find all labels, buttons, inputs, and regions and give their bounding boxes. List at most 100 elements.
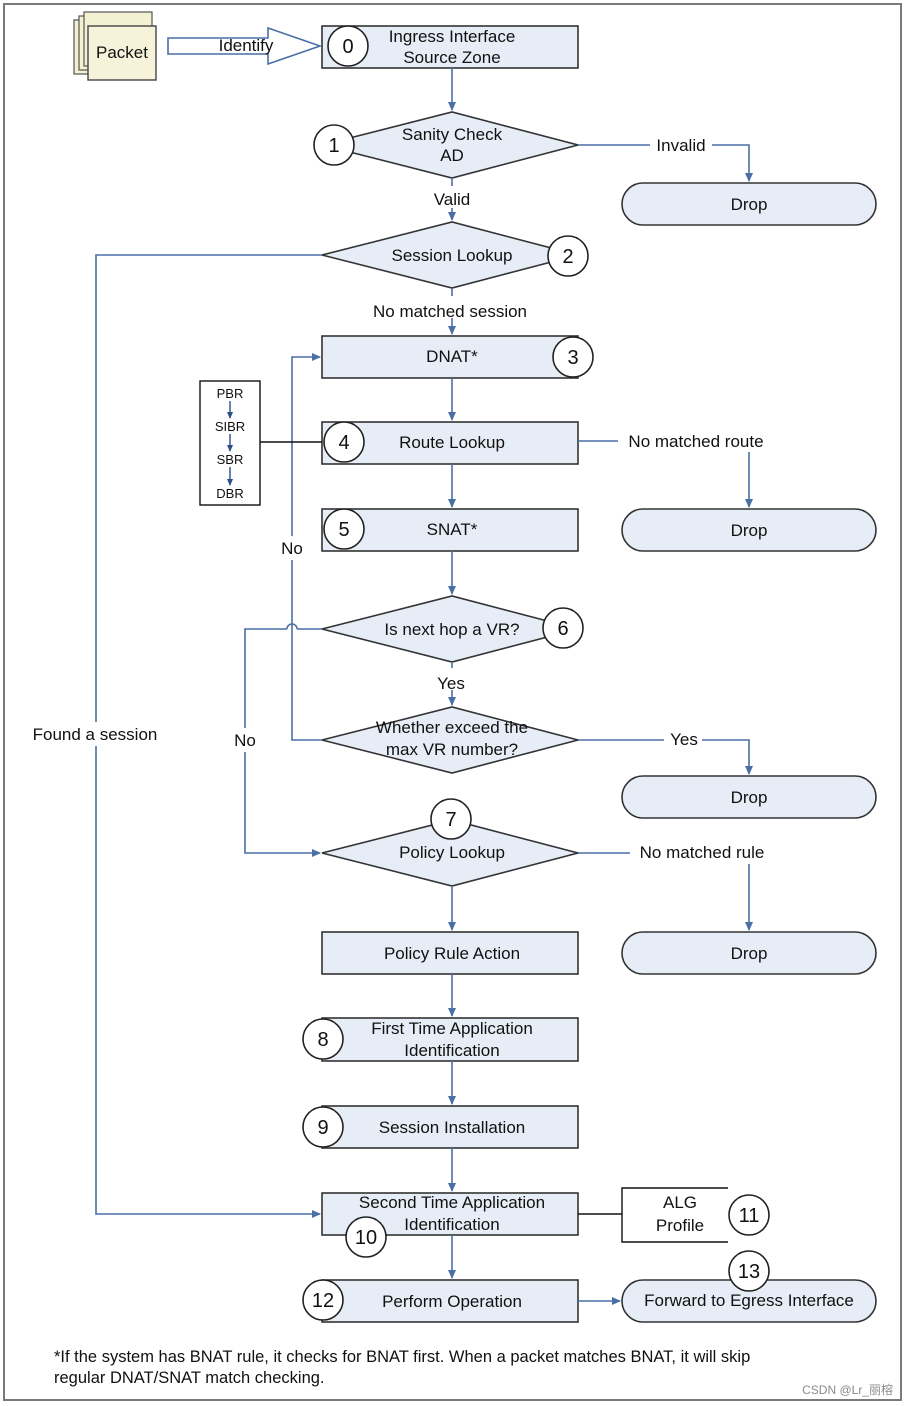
- ingress-line1: Ingress Interface: [389, 27, 516, 46]
- step-session-installation: Session Installation 9: [302, 1105, 579, 1149]
- identify-arrow: Identify: [167, 26, 323, 66]
- step-badge-13: [728, 1250, 770, 1292]
- label-no-matched-rule: No matched rule: [640, 843, 765, 862]
- footnote-line2: regular DNAT/SNAT match checking.: [54, 1369, 325, 1387]
- step-badge-3: [552, 336, 594, 378]
- session-lookup-label: Session Lookup: [392, 246, 513, 265]
- step-snat: SNAT* 5: [321, 508, 579, 552]
- drop-label-1: Drop: [731, 195, 768, 214]
- route-stack-pbr: PBR: [217, 386, 244, 401]
- first-app-id-line2: Identification: [404, 1041, 499, 1060]
- alg-profile: ALG Profile 11: [578, 1187, 770, 1243]
- label-no-inner: No: [281, 539, 303, 558]
- forward-egress-label: Forward to Egress Interface: [644, 1291, 854, 1310]
- packet-label: Packet: [96, 43, 148, 62]
- step-num-8: 8: [317, 1029, 328, 1051]
- step-badge-1: [313, 124, 355, 166]
- step-num-10: 10: [355, 1227, 377, 1249]
- snat-label: SNAT*: [427, 520, 478, 539]
- drop-no-rule: Drop: [621, 931, 877, 975]
- step-first-app-id: First Time Application Identification 8: [302, 1017, 579, 1062]
- step-num-4: 4: [338, 432, 349, 454]
- step-num-9: 9: [317, 1117, 328, 1139]
- step-num-1: 1: [328, 135, 339, 157]
- step-next-hop-vr: Is next hop a VR? 6: [321, 595, 584, 663]
- route-policy-stack: PBR SIBR SBR DBR: [199, 380, 261, 506]
- ingress-line2: Source Zone: [403, 48, 500, 67]
- first-app-id-line1: First Time Application: [371, 1019, 533, 1038]
- route-stack-dbr: DBR: [216, 486, 243, 501]
- perform-operation-label: Perform Operation: [382, 1292, 522, 1311]
- step-num-3: 3: [567, 347, 578, 369]
- edge-labels: Invalid Valid No matched session Found a…: [33, 136, 765, 862]
- step-second-app-id: Second Time Application Identification 1…: [321, 1192, 579, 1258]
- label-invalid: Invalid: [656, 136, 705, 155]
- step-badge-11: [728, 1194, 770, 1236]
- step-num-13: 13: [738, 1261, 760, 1283]
- label-no-matched-route: No matched route: [628, 432, 763, 451]
- route-lookup-label: Route Lookup: [399, 433, 505, 452]
- session-installation-label: Session Installation: [379, 1118, 525, 1137]
- label-no-left: No: [234, 731, 256, 750]
- step-num-5: 5: [338, 519, 349, 541]
- policy-rule-action-label: Policy Rule Action: [384, 944, 520, 963]
- step-badge-5: [323, 508, 365, 550]
- alg-line2: Profile: [656, 1216, 704, 1235]
- step-badge-12: [302, 1279, 344, 1321]
- drop-label-2: Drop: [731, 521, 768, 540]
- step-num-2: 2: [562, 246, 573, 268]
- label-no-matched-session: No matched session: [373, 302, 527, 321]
- step-badge-9: [302, 1106, 344, 1148]
- step-badge-4: [323, 421, 365, 463]
- label-valid: Valid: [434, 190, 471, 209]
- sanity-line1: Sanity Check: [402, 125, 503, 144]
- label-yes-vr: Yes: [437, 674, 465, 693]
- dnat-label: DNAT*: [426, 347, 478, 366]
- step-num-12: 12: [312, 1290, 334, 1312]
- step-num-7: 7: [445, 809, 456, 831]
- second-app-id-line1: Second Time Application: [359, 1193, 545, 1212]
- step-badge-7: [430, 798, 472, 840]
- watermark: CSDN @Lr_丽榕: [802, 1382, 893, 1397]
- step-badge-6: [542, 607, 584, 649]
- label-found-session: Found a session: [33, 725, 158, 744]
- footnote-line1: *If the system has BNAT rule, it checks …: [54, 1348, 750, 1366]
- packet-stack: Packet: [73, 11, 157, 81]
- drop-no-route: Drop: [621, 508, 877, 552]
- step-perform-operation: Perform Operation 12: [302, 1279, 579, 1323]
- step-num-11: 11: [739, 1205, 760, 1227]
- step-dnat: DNAT* 3: [321, 335, 594, 379]
- drop-exceed-vr: Drop: [621, 775, 877, 819]
- policy-lookup-label: Policy Lookup: [399, 843, 505, 862]
- exceed-vr-line2: max VR number?: [386, 740, 518, 759]
- step-session-lookup: Session Lookup 2: [321, 221, 589, 289]
- footnote: *If the system has BNAT rule, it checks …: [54, 1348, 750, 1387]
- step-forward-egress: Forward to Egress Interface 13: [621, 1250, 877, 1323]
- drop-label-4: Drop: [731, 944, 768, 963]
- step-exceed-vr: Whether exceed the max VR number?: [321, 706, 582, 774]
- step-policy-rule-action: Policy Rule Action: [321, 931, 579, 975]
- route-stack-sbr: SBR: [217, 452, 244, 467]
- next-hop-vr-label: Is next hop a VR?: [384, 620, 519, 639]
- alg-line1: ALG: [663, 1193, 697, 1212]
- route-stack-sibr: SIBR: [215, 419, 245, 434]
- diagram-frame: [3, 3, 902, 1401]
- drop-label-3: Drop: [731, 788, 768, 807]
- drop-invalid: Drop: [621, 182, 877, 226]
- step-route-lookup: Route Lookup 4: [321, 421, 579, 465]
- step-badge-2: [547, 235, 589, 277]
- step-sanity-check: Sanity Check AD 1: [313, 111, 582, 179]
- step-ingress-interface: Ingress Interface Source Zone 0: [321, 25, 579, 69]
- step-badge-8: [302, 1018, 344, 1060]
- step-policy-lookup: Policy Lookup 7: [321, 798, 582, 887]
- identify-label: Identify: [219, 36, 274, 55]
- step-num-6: 6: [557, 618, 568, 640]
- step-badge-0: [327, 25, 369, 67]
- step-num-0: 0: [342, 36, 353, 58]
- step-badge-10: [345, 1216, 387, 1258]
- label-yes-exceed: Yes: [670, 730, 698, 749]
- second-app-id-line2: Identification: [404, 1215, 499, 1234]
- sanity-line2: AD: [440, 146, 464, 165]
